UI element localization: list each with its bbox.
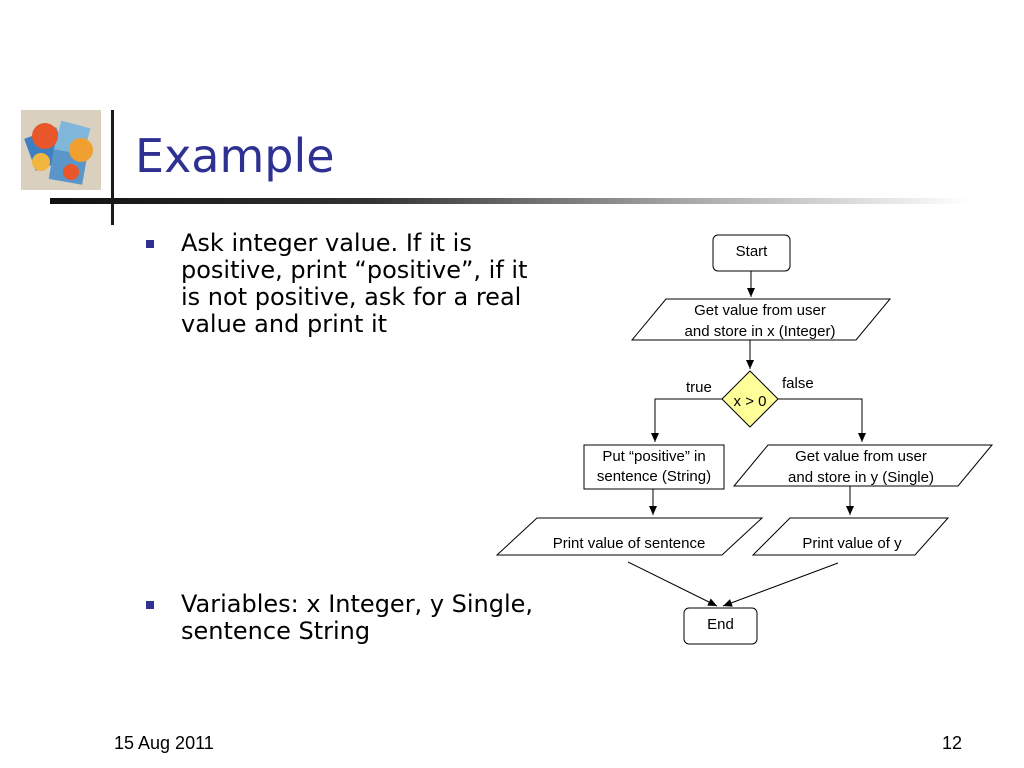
end-label: End [707,616,734,633]
decision-diamond [721,370,779,428]
arrow-decision-true [651,398,722,442]
print-y-parallelogram [751,517,950,556]
arrow-print-y-to-end [722,562,839,607]
input-y-parallelogram [732,444,994,487]
true-branch-label: true [686,379,712,396]
page-number: 12 [941,733,962,753]
bullet-item-variables: Variables: x Integer, y Single, sentence… [146,591,546,645]
bullet-text: Variables: x Integer, y Single, sentence… [181,590,534,645]
input-x-label-line1: Get value from user [694,302,826,319]
end-terminator [683,607,758,645]
arrow-decision-false [778,398,866,442]
start-label: Start [736,243,769,260]
arrow-print-sentence-to-end [627,561,718,607]
title-divider-horizontal [50,198,970,204]
input-x-parallelogram [630,298,892,341]
assign-sentence-process [583,444,725,490]
input-y-label-line1: Get value from user [795,448,927,465]
footer-date: 15 Aug 2011 [114,733,214,753]
print-y-label: Print value of y [802,535,902,552]
bullet-marker [146,601,154,609]
false-branch-label: false [782,375,814,392]
assign-sentence-label-line1: Put “positive” in [602,448,705,465]
input-x-label-line2: and store in x (Integer) [685,323,836,340]
print-sentence-parallelogram [495,517,764,556]
bullet-item-problem: Ask integer value. If it is positive, pr… [146,230,546,338]
title-divider-vertical [111,110,114,225]
cubes-logo-icon [21,110,101,190]
bullet-marker [146,240,154,248]
bullet-text: Ask integer value. If it is positive, pr… [181,229,528,338]
slide-title: Example [135,129,335,183]
decision-label: x > 0 [734,393,767,410]
input-y-label-line2: and store in y (Single) [788,469,934,486]
assign-sentence-label-line2: sentence (String) [597,468,711,485]
print-sentence-label: Print value of sentence [553,535,706,552]
